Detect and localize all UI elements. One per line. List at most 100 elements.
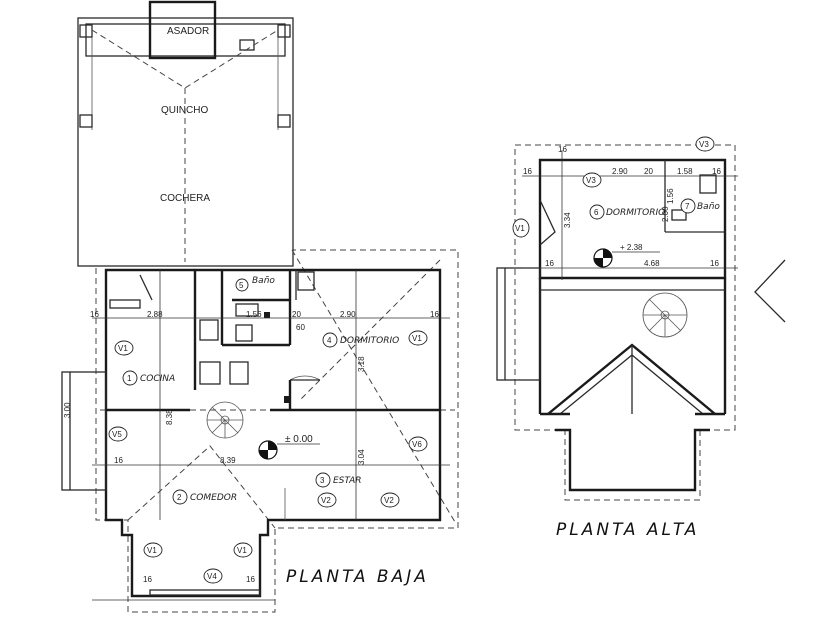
room-5-marker xyxy=(235,278,249,292)
quincho-post-br xyxy=(277,114,291,128)
upper-wc xyxy=(699,174,717,194)
bath-wc xyxy=(235,324,253,342)
room-comedor-label: COMEDOR xyxy=(190,493,237,503)
dim-300: 3.00 xyxy=(63,402,72,418)
room-5-num: 5 xyxy=(239,281,244,290)
window-v5: V5 xyxy=(112,430,122,439)
upper-dim-16-bl: 16 xyxy=(545,259,554,268)
core-cabinet xyxy=(229,361,249,385)
quincho-cochera-outline xyxy=(77,17,294,267)
room-6-marker xyxy=(589,204,605,220)
window-marker-v1-upper xyxy=(512,218,530,238)
kitchen-counter xyxy=(199,319,219,341)
level-upper: + 2.38 xyxy=(620,243,643,252)
upper-front-box xyxy=(555,428,710,492)
asador-block xyxy=(148,0,217,60)
upper-basin xyxy=(671,209,687,221)
quincho-post-bl xyxy=(79,114,93,128)
fridge xyxy=(199,361,221,385)
bath-basin xyxy=(235,303,259,317)
room-1-num: 1 xyxy=(127,374,132,383)
roof-outline xyxy=(95,249,459,613)
window-v1-c: V1 xyxy=(147,546,157,555)
window-v1-upper: V1 xyxy=(515,224,525,233)
window-v2-a: V2 xyxy=(321,496,331,505)
room-dormitorio-alta-label: DORMITORIO xyxy=(606,208,665,218)
room-2-marker xyxy=(172,489,188,505)
quincho-label: QUINCHO xyxy=(161,105,208,116)
dim-20: 20 xyxy=(292,310,301,319)
dim-839: 8.39 xyxy=(220,456,236,465)
room-7-marker xyxy=(680,198,696,214)
dim-318: 3.18 xyxy=(357,356,366,372)
right-roof-slope xyxy=(754,259,786,323)
upper-roof-outline xyxy=(514,144,736,501)
quincho-sink xyxy=(239,39,255,51)
room-cocina-label: COCINA xyxy=(140,374,175,384)
level-marker-ground xyxy=(258,440,320,460)
room-estar-label: ESTAR xyxy=(333,476,361,486)
upper-dim-20: 20 xyxy=(644,167,653,176)
upper-dim-16-br: 16 xyxy=(710,259,719,268)
side-porch xyxy=(61,371,107,491)
room-7-num: 7 xyxy=(685,202,690,211)
upper-window-v1 xyxy=(539,199,556,246)
quincho-roof-lines xyxy=(91,29,279,89)
window-v1-b: V1 xyxy=(412,334,422,343)
shaft xyxy=(297,271,315,291)
room-1-marker xyxy=(122,370,138,386)
window-v1-d: V1 xyxy=(237,546,247,555)
upper-dim-290: 2.90 xyxy=(612,167,628,176)
room-dormitorio-label: DORMITORIO xyxy=(340,336,399,346)
dim-16-front-l: 16 xyxy=(143,575,152,584)
dim-16-mid: 16 xyxy=(114,456,123,465)
ground-floor-plan: ASADOR QUINCHO COCHERA xyxy=(61,0,459,613)
upper-dim-158: 1.58 xyxy=(677,167,693,176)
room-6-num: 6 xyxy=(594,208,599,217)
window-v4: V4 xyxy=(207,572,217,581)
dim-304: 3.04 xyxy=(357,449,366,465)
room-2-num: 2 xyxy=(177,493,182,502)
window-v3-b: V3 xyxy=(699,140,709,149)
quincho-post-tr xyxy=(277,24,291,38)
upper-dim-16-r: 16 xyxy=(712,167,721,176)
front-window xyxy=(149,589,261,596)
dim-16-right: 16 xyxy=(430,310,439,319)
title-planta-alta: PLANTA ALTA xyxy=(556,520,699,540)
dim-16-front-r: 16 xyxy=(246,575,255,584)
title-planta-baja: PLANTA BAJA xyxy=(286,567,429,587)
window-marker-v3-b xyxy=(695,136,715,152)
dim-838: 8.38 xyxy=(165,409,174,425)
room-3-marker xyxy=(315,472,331,488)
column-2 xyxy=(264,312,270,318)
bedroom-door-arc xyxy=(289,375,321,381)
room-3-num: 3 xyxy=(320,476,325,485)
upper-dim-468: 4.68 xyxy=(644,259,660,268)
room-bano-alta-label: Baño xyxy=(697,202,720,212)
dim-288: 2.88 xyxy=(147,310,163,319)
column-1 xyxy=(284,396,291,403)
upper-dim-16-l: 16 xyxy=(523,167,532,176)
quincho-upper-band xyxy=(85,23,286,57)
window-marker-v3-a xyxy=(582,172,602,188)
upper-balcony xyxy=(496,267,541,381)
upper-dim-200: 2.00 xyxy=(661,206,670,222)
window-markers-ground xyxy=(108,330,428,584)
window-v2-b: V2 xyxy=(384,496,394,505)
dim-60: 60 xyxy=(296,323,305,332)
upper-dim-16-top: 16 xyxy=(558,145,567,154)
upper-dim-334: 3.34 xyxy=(563,212,572,228)
quincho-post-tl xyxy=(79,24,93,38)
upper-floor-plan: 16 2.90 20 1.58 16 16 4.68 16 3.34 1.56 … xyxy=(496,136,786,540)
kitchen-door-swing xyxy=(139,274,153,301)
dim-16-left: 16 xyxy=(90,310,99,319)
window-v6: V6 xyxy=(412,440,422,449)
ground-exterior-walls xyxy=(104,268,442,598)
roof-hip-front xyxy=(127,445,276,529)
level-ground: ± 0.00 xyxy=(285,434,313,445)
dim-290: 2.90 xyxy=(340,310,356,319)
window-v1-a: V1 xyxy=(118,344,128,353)
asador-label: ASADOR xyxy=(167,26,209,37)
room-4-num: 4 xyxy=(327,336,332,345)
